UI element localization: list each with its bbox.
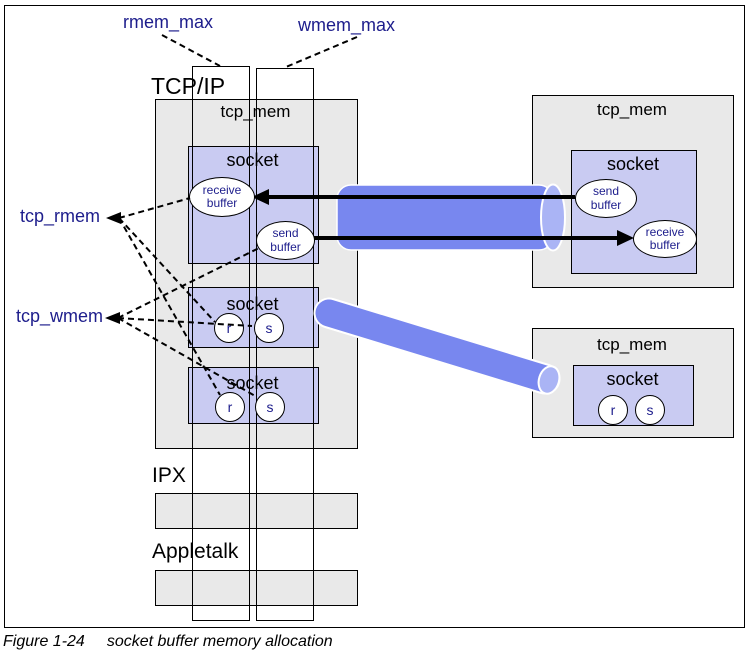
- socket-b-send-circle: s: [254, 313, 284, 343]
- remote-bottom-socket-title: socket: [606, 369, 659, 389]
- remote-receive-buffer-line2: buffer: [649, 238, 681, 252]
- local-receive-buffer: receive buffer: [189, 177, 255, 217]
- remote-bottom-receive-circle: r: [598, 395, 628, 425]
- remote-top-pool-title: tcp_mem: [597, 100, 667, 119]
- ipx-protocol-label: IPX: [152, 464, 186, 487]
- local-send-buffer: send buffer: [256, 221, 315, 260]
- remote-bottom-send-circle: s: [635, 395, 665, 425]
- tcp-rmem-label: tcp_rmem: [20, 206, 101, 226]
- figure-number: Figure 1-24: [3, 633, 85, 650]
- local-receive-buffer-line2: buffer: [206, 196, 238, 210]
- socket-b-title: socket: [226, 294, 279, 314]
- local-receive-buffer-line1: receive: [202, 182, 242, 197]
- local-send-buffer-line1: send: [272, 226, 299, 241]
- appletalk-protocol-label: Appletalk: [152, 540, 239, 563]
- socket-a-title: socket: [226, 150, 279, 170]
- tcpip-protocol-label: TCP/IP: [151, 73, 226, 99]
- remote-receive-buffer-line1: receive: [645, 224, 685, 239]
- tcp-wmem-label: tcp_wmem: [16, 306, 104, 326]
- wmem-max-label: wmem_max: [298, 15, 396, 35]
- remote-bottom-pool-title: tcp_mem: [597, 335, 667, 354]
- local-send-buffer-line2: buffer: [270, 239, 301, 254]
- remote-send-buffer: send buffer: [575, 179, 637, 218]
- rmem-max-label: rmem_max: [123, 12, 214, 32]
- remote-send-buffer-line2: buffer: [590, 197, 622, 212]
- socket-c-send-circle: s: [255, 392, 285, 422]
- tcp-mem-pool-title: tcp_mem: [220, 102, 291, 121]
- socket-b-receive-circle: r: [214, 313, 244, 343]
- figure-title: socket buffer memory allocation: [106, 633, 333, 650]
- socket-c-receive-circle: r: [215, 392, 245, 422]
- socket-c-title: socket: [226, 373, 279, 393]
- figure-border: [4, 5, 745, 628]
- figure-caption: Figure 1-24 socket buffer memory allocati…: [3, 633, 333, 651]
- remote-bottom-socket-box: [573, 365, 694, 426]
- remote-top-socket-title: socket: [606, 154, 660, 174]
- remote-send-buffer-line1: send: [592, 184, 620, 199]
- remote-receive-buffer: receive buffer: [633, 220, 697, 258]
